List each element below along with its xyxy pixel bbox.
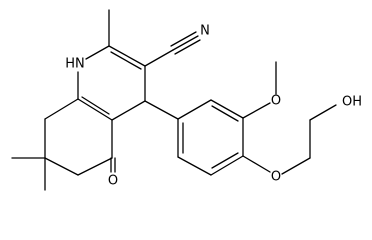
bond-c4a-c8a-inner — [81, 96, 110, 115]
nitrile-n-label: N — [200, 24, 210, 39]
bond-c2-c3 — [108, 45, 146, 67]
bond-ar4-oe — [242, 155, 271, 173]
amine-nh-label: HN — [65, 57, 85, 72]
bond-c4a-c8a — [77, 98, 113, 121]
bond-c3-cn — [144, 49, 174, 67]
bond-c4-aryl — [144, 100, 179, 120]
bond-cn-triple-2 — [170, 31, 197, 47]
bond-ch2-oh — [309, 104, 337, 121]
bond-ar4-ar5-inner — [211, 152, 239, 169]
bond-c7-c6 — [44, 157, 79, 176]
bond-nh-c2 — [85, 45, 110, 60]
bond-ar3-ome — [242, 102, 271, 119]
bond-ar4-ar5 — [210, 155, 244, 176]
bond-cn-triple-1 — [172, 35, 199, 51]
bond-cn-triple-3 — [174, 39, 201, 55]
bonds — [11, 9, 337, 191]
bond-ar5-ar6 — [177, 156, 212, 176]
bond-oe-ch2 — [281, 157, 311, 175]
molecule-drawing: HN N O O O OH — [11, 9, 362, 191]
ether-o-label: O — [271, 170, 281, 185]
ketone-o-label: O — [108, 174, 118, 189]
hydroxyl-label: OH — [342, 95, 362, 110]
bond-c4-c4a — [111, 100, 146, 121]
methoxy-o-label: O — [271, 94, 281, 109]
bond-c8a-c8 — [44, 98, 79, 120]
bond-ar1-ar2 — [177, 99, 212, 120]
atom-labels: HN N O O O OH — [65, 24, 362, 189]
bond-c6-c5 — [77, 157, 113, 176]
bond-ar2-ar3 — [210, 99, 244, 119]
structure-canvas: HN N O O O OH — [11, 9, 362, 191]
bond-c2-c3-inner — [110, 51, 142, 70]
bond-ar2-ar3-inner — [211, 105, 239, 122]
